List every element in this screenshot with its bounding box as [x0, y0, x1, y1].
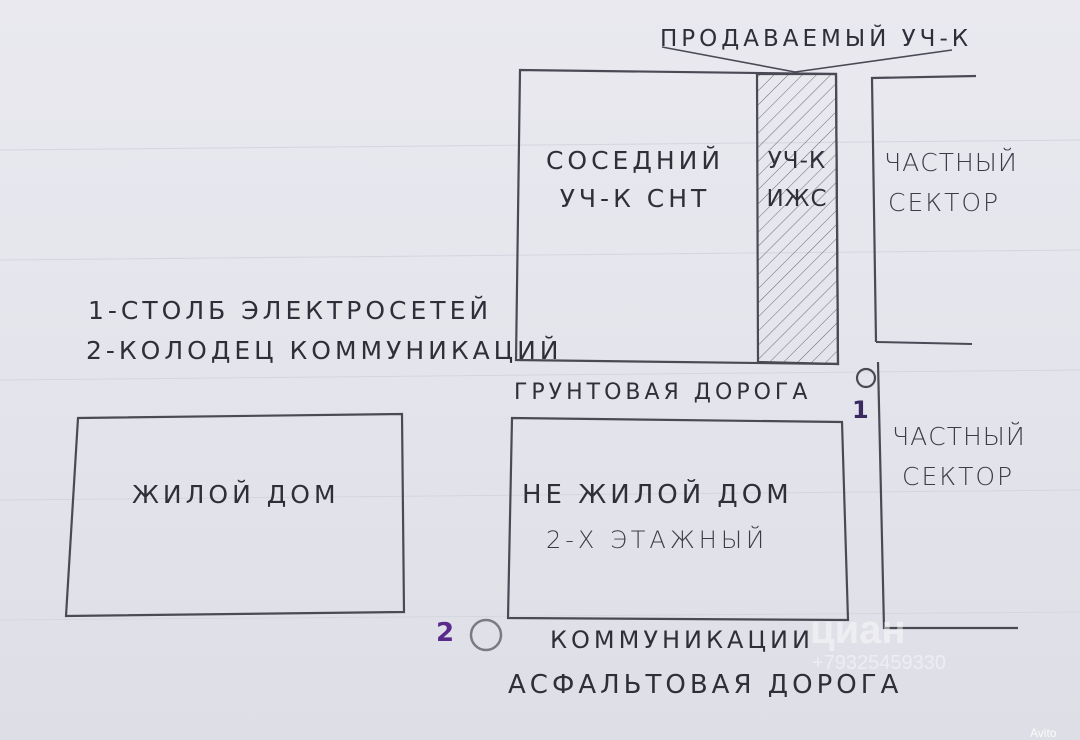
- phone-watermark: +79325459330: [812, 652, 947, 674]
- title-pointer-left: [661, 46, 796, 73]
- residential-house-label: ЖИЛОЙ ДОМ: [132, 480, 340, 509]
- private-sector-top-label-2: СЕКТОР: [888, 188, 1001, 217]
- brand-watermark: циан: [810, 608, 906, 652]
- well-number: 2: [436, 618, 455, 648]
- legend-line-well: 2-КОЛОДЕЦ КОММУНИКАЦИЙ: [86, 336, 563, 365]
- paper-rule-lines: [0, 139, 1080, 621]
- legend-line-pole: 1-СТОЛБ ЭЛЕКТРОСЕТЕЙ: [88, 296, 493, 325]
- pole-number: 1: [852, 396, 869, 424]
- title-pointer-right: [794, 49, 953, 73]
- utilities-label: КОММУНИКАЦИИ: [550, 626, 814, 654]
- private-sector-top-outline: [870, 74, 977, 343]
- neighbor-plot-label-2: УЧ-К СНТ: [559, 184, 711, 213]
- sold-plot-hatched: [755, 72, 840, 366]
- nonresidential-house-label-2: 2-Х ЭТАЖНЫЙ: [546, 526, 769, 554]
- neighbor-plot-label-1: СОСЕДНИЙ: [545, 146, 725, 175]
- private-sector-bottom-label-1: ЧАСТНЫЙ: [892, 422, 1026, 451]
- nonresidential-house-label-1: НЕ ЖИЛОЙ ДОМ: [522, 480, 793, 510]
- diagram-title: ПРОДАВАЕМЫЙ УЧ-К: [660, 26, 973, 52]
- site-watermark: Avito: [1030, 726, 1057, 740]
- private-sector-top-label-1: ЧАСТНЫЙ: [884, 148, 1018, 177]
- asphalt-road-label: АСФАЛЬТОВАЯ ДОРОГА: [508, 670, 903, 700]
- power-pole-marker: [855, 367, 877, 389]
- private-sector-bottom-label-2: СЕКТОР: [902, 462, 1015, 491]
- nonresidential-house-outline: [506, 416, 850, 622]
- sold-plot-label-2: ИЖС: [766, 186, 828, 212]
- utility-well-marker: [469, 618, 503, 652]
- private-sector-bottom-outline: [876, 361, 1018, 630]
- residential-house-outline: [64, 412, 406, 618]
- sold-plot-label-1: УЧ-К: [767, 148, 827, 174]
- private-sector-divider: [875, 341, 973, 345]
- dirt-road-label: ГРУНТОВАЯ ДОРОГА: [514, 380, 812, 405]
